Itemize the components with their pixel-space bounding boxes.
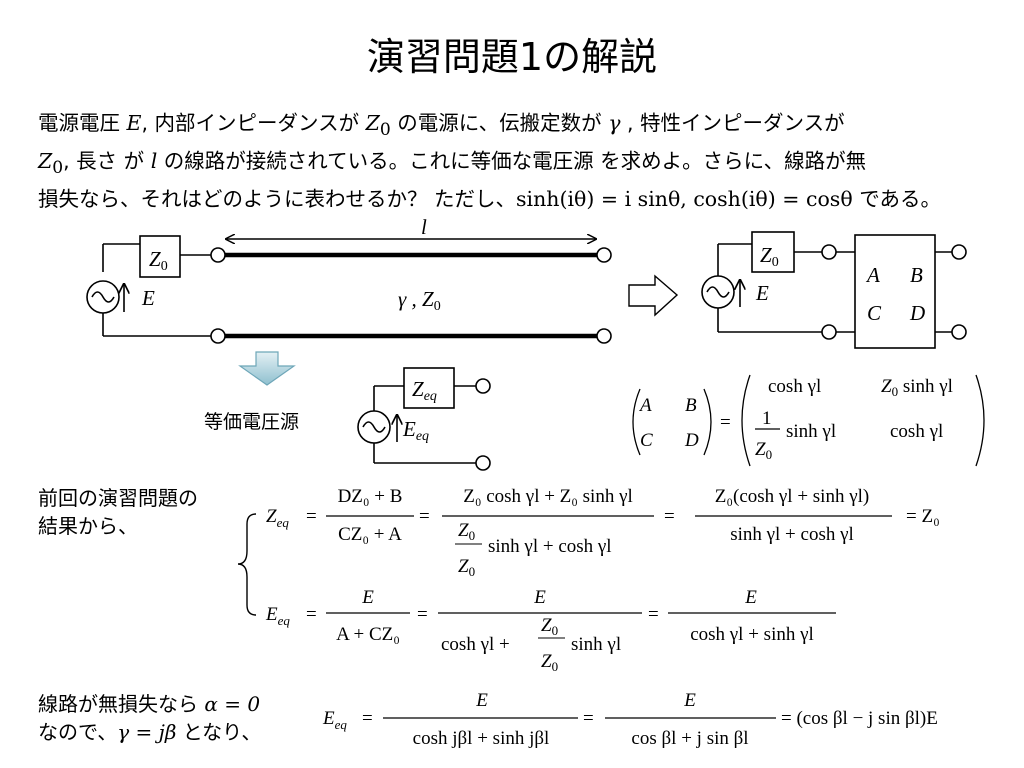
eeq-equation: Eeq = E A + CZ₀ = E cosh γl + Z0 Z0 sinh… — [265, 587, 836, 674]
abcd-matrix-equation: A B C D = cosh γl Z0 sinh γl 1 Z0 sinh γ… — [632, 374, 985, 467]
svg-text:Z0: Z0 — [149, 247, 168, 274]
terminal — [596, 328, 612, 344]
svg-text:=: = — [306, 506, 317, 527]
svg-text:= (cos βl − j sin βl)E: = (cos βl − j sin βl)E — [781, 708, 938, 729]
svg-text:cosh γl + sinh γl: cosh γl + sinh γl — [690, 624, 814, 645]
svg-text:A + CZ₀: A + CZ₀ — [336, 624, 400, 645]
terminal — [821, 244, 837, 260]
svg-text:B: B — [685, 395, 697, 416]
page-title: 演習問題1の解説 — [366, 35, 658, 79]
terminal — [951, 244, 967, 260]
svg-text:E: E — [683, 690, 696, 711]
svg-text:cosh γl: cosh γl — [890, 421, 943, 442]
svg-text:A: A — [865, 263, 880, 287]
svg-text:=: = — [417, 604, 428, 625]
svg-text:Eeq: Eeq — [265, 604, 290, 628]
svg-text:=: = — [362, 708, 373, 729]
svg-text:C: C — [640, 430, 653, 451]
svg-text:Z0: Z0 — [541, 615, 558, 638]
svg-text:E: E — [141, 286, 155, 310]
svg-text:cosh γl: cosh γl — [768, 376, 821, 397]
svg-text:Z0 sinh γl: Z0 sinh γl — [881, 376, 953, 399]
problem-statement: 電源電圧 E, 内部インピーダンスが Z0 の電源に、伝搬定数が γ , 特性イ… — [38, 111, 941, 212]
terminal — [475, 378, 491, 394]
svg-text:sinh γl: sinh γl — [786, 421, 836, 442]
equivalent-source-diagram — [357, 367, 491, 471]
svg-text:D: D — [684, 430, 699, 451]
svg-text:Z0: Z0 — [541, 651, 558, 674]
circuit-abcd-labels: Z0 E A B C D — [755, 243, 925, 325]
svg-text:DZ₀ + B: DZ₀ + B — [338, 486, 403, 507]
svg-text:Z0: Z0 — [760, 243, 779, 270]
zeq-impedance-box — [403, 367, 455, 409]
svg-text:=: = — [648, 604, 659, 625]
svg-text:Zeq: Zeq — [412, 377, 437, 404]
equivalent-source-label: 等価電圧源 — [204, 411, 299, 433]
svg-text:Z0: Z0 — [458, 556, 475, 579]
svg-text:E: E — [755, 281, 769, 305]
terminal — [475, 455, 491, 471]
zeq-equation: Zeq = DZ₀ + B CZ₀ + A = Z₀ cosh γl + Z₀ … — [266, 486, 940, 579]
svg-text:=: = — [583, 708, 594, 729]
svg-text:CZ₀ + A: CZ₀ + A — [338, 524, 402, 545]
terminal — [210, 247, 226, 263]
svg-text:Zeq: Zeq — [266, 506, 289, 530]
circuit-line-labels: Z0 E l γ , Z0 — [141, 215, 441, 314]
svg-text:Eeq: Eeq — [322, 708, 347, 732]
terminal — [951, 324, 967, 340]
svg-text:C: C — [867, 301, 882, 325]
equivalent-source-labels: Zeq Eeq — [402, 377, 437, 444]
svg-text:E: E — [361, 587, 374, 608]
svg-text:B: B — [910, 263, 923, 287]
svg-text:E: E — [475, 690, 488, 711]
terminal — [596, 247, 612, 263]
svg-text:Z₀(cosh γl + sinh γl): Z₀(cosh γl + sinh γl) — [715, 486, 869, 507]
z0-impedance-box — [139, 235, 181, 278]
svg-text:A: A — [638, 395, 652, 416]
terminal — [821, 324, 837, 340]
svg-text:=: = — [664, 506, 675, 527]
svg-text:sinh γl + cosh γl: sinh γl + cosh γl — [488, 536, 612, 557]
svg-text:cos βl + j sin βl: cos βl + j sin βl — [631, 728, 748, 749]
svg-text:=: = — [419, 506, 430, 527]
svg-text:l: l — [421, 215, 427, 239]
lossless-note: 線路が無損失なら α = 0 なので、γ = jβ となり、 — [38, 692, 262, 744]
svg-text:cosh jβl + sinh jβl: cosh jβl + sinh jβl — [413, 728, 550, 749]
svg-text:= Z₀: = Z₀ — [906, 506, 940, 527]
abcd-box — [854, 234, 936, 349]
svg-text:sinh γl + cosh γl: sinh γl + cosh γl — [730, 524, 854, 545]
svg-text:Z0: Z0 — [458, 520, 475, 543]
svg-text:Z₀ cosh γl + Z₀ sinh γl: Z₀ cosh γl + Z₀ sinh γl — [463, 486, 633, 507]
terminal — [210, 328, 226, 344]
right-arrow-icon — [628, 274, 679, 317]
circuit-line-diagram — [86, 235, 612, 344]
svg-text:Eeq: Eeq — [402, 417, 429, 444]
z0-impedance-box — [751, 231, 795, 273]
svg-text:E: E — [744, 587, 757, 608]
svg-text:cosh γl +: cosh γl + — [441, 634, 510, 655]
svg-text:D: D — [909, 301, 925, 325]
svg-text:=: = — [720, 412, 731, 433]
result-note: 前回の演習問題の 結果から、 — [38, 486, 198, 538]
down-arrow-icon — [238, 351, 296, 386]
circuit-abcd-diagram — [701, 231, 967, 349]
svg-text:Z0: Z0 — [755, 439, 772, 462]
svg-text:=: = — [306, 604, 317, 625]
brace — [237, 513, 257, 616]
svg-text:γ , Z0: γ , Z0 — [398, 287, 441, 314]
svg-text:1: 1 — [762, 408, 772, 429]
svg-text:sinh γl: sinh γl — [571, 634, 621, 655]
svg-text:E: E — [533, 587, 546, 608]
lossless-equation: Eeq = E cosh jβl + sinh jβl = E cos βl +… — [322, 690, 938, 749]
